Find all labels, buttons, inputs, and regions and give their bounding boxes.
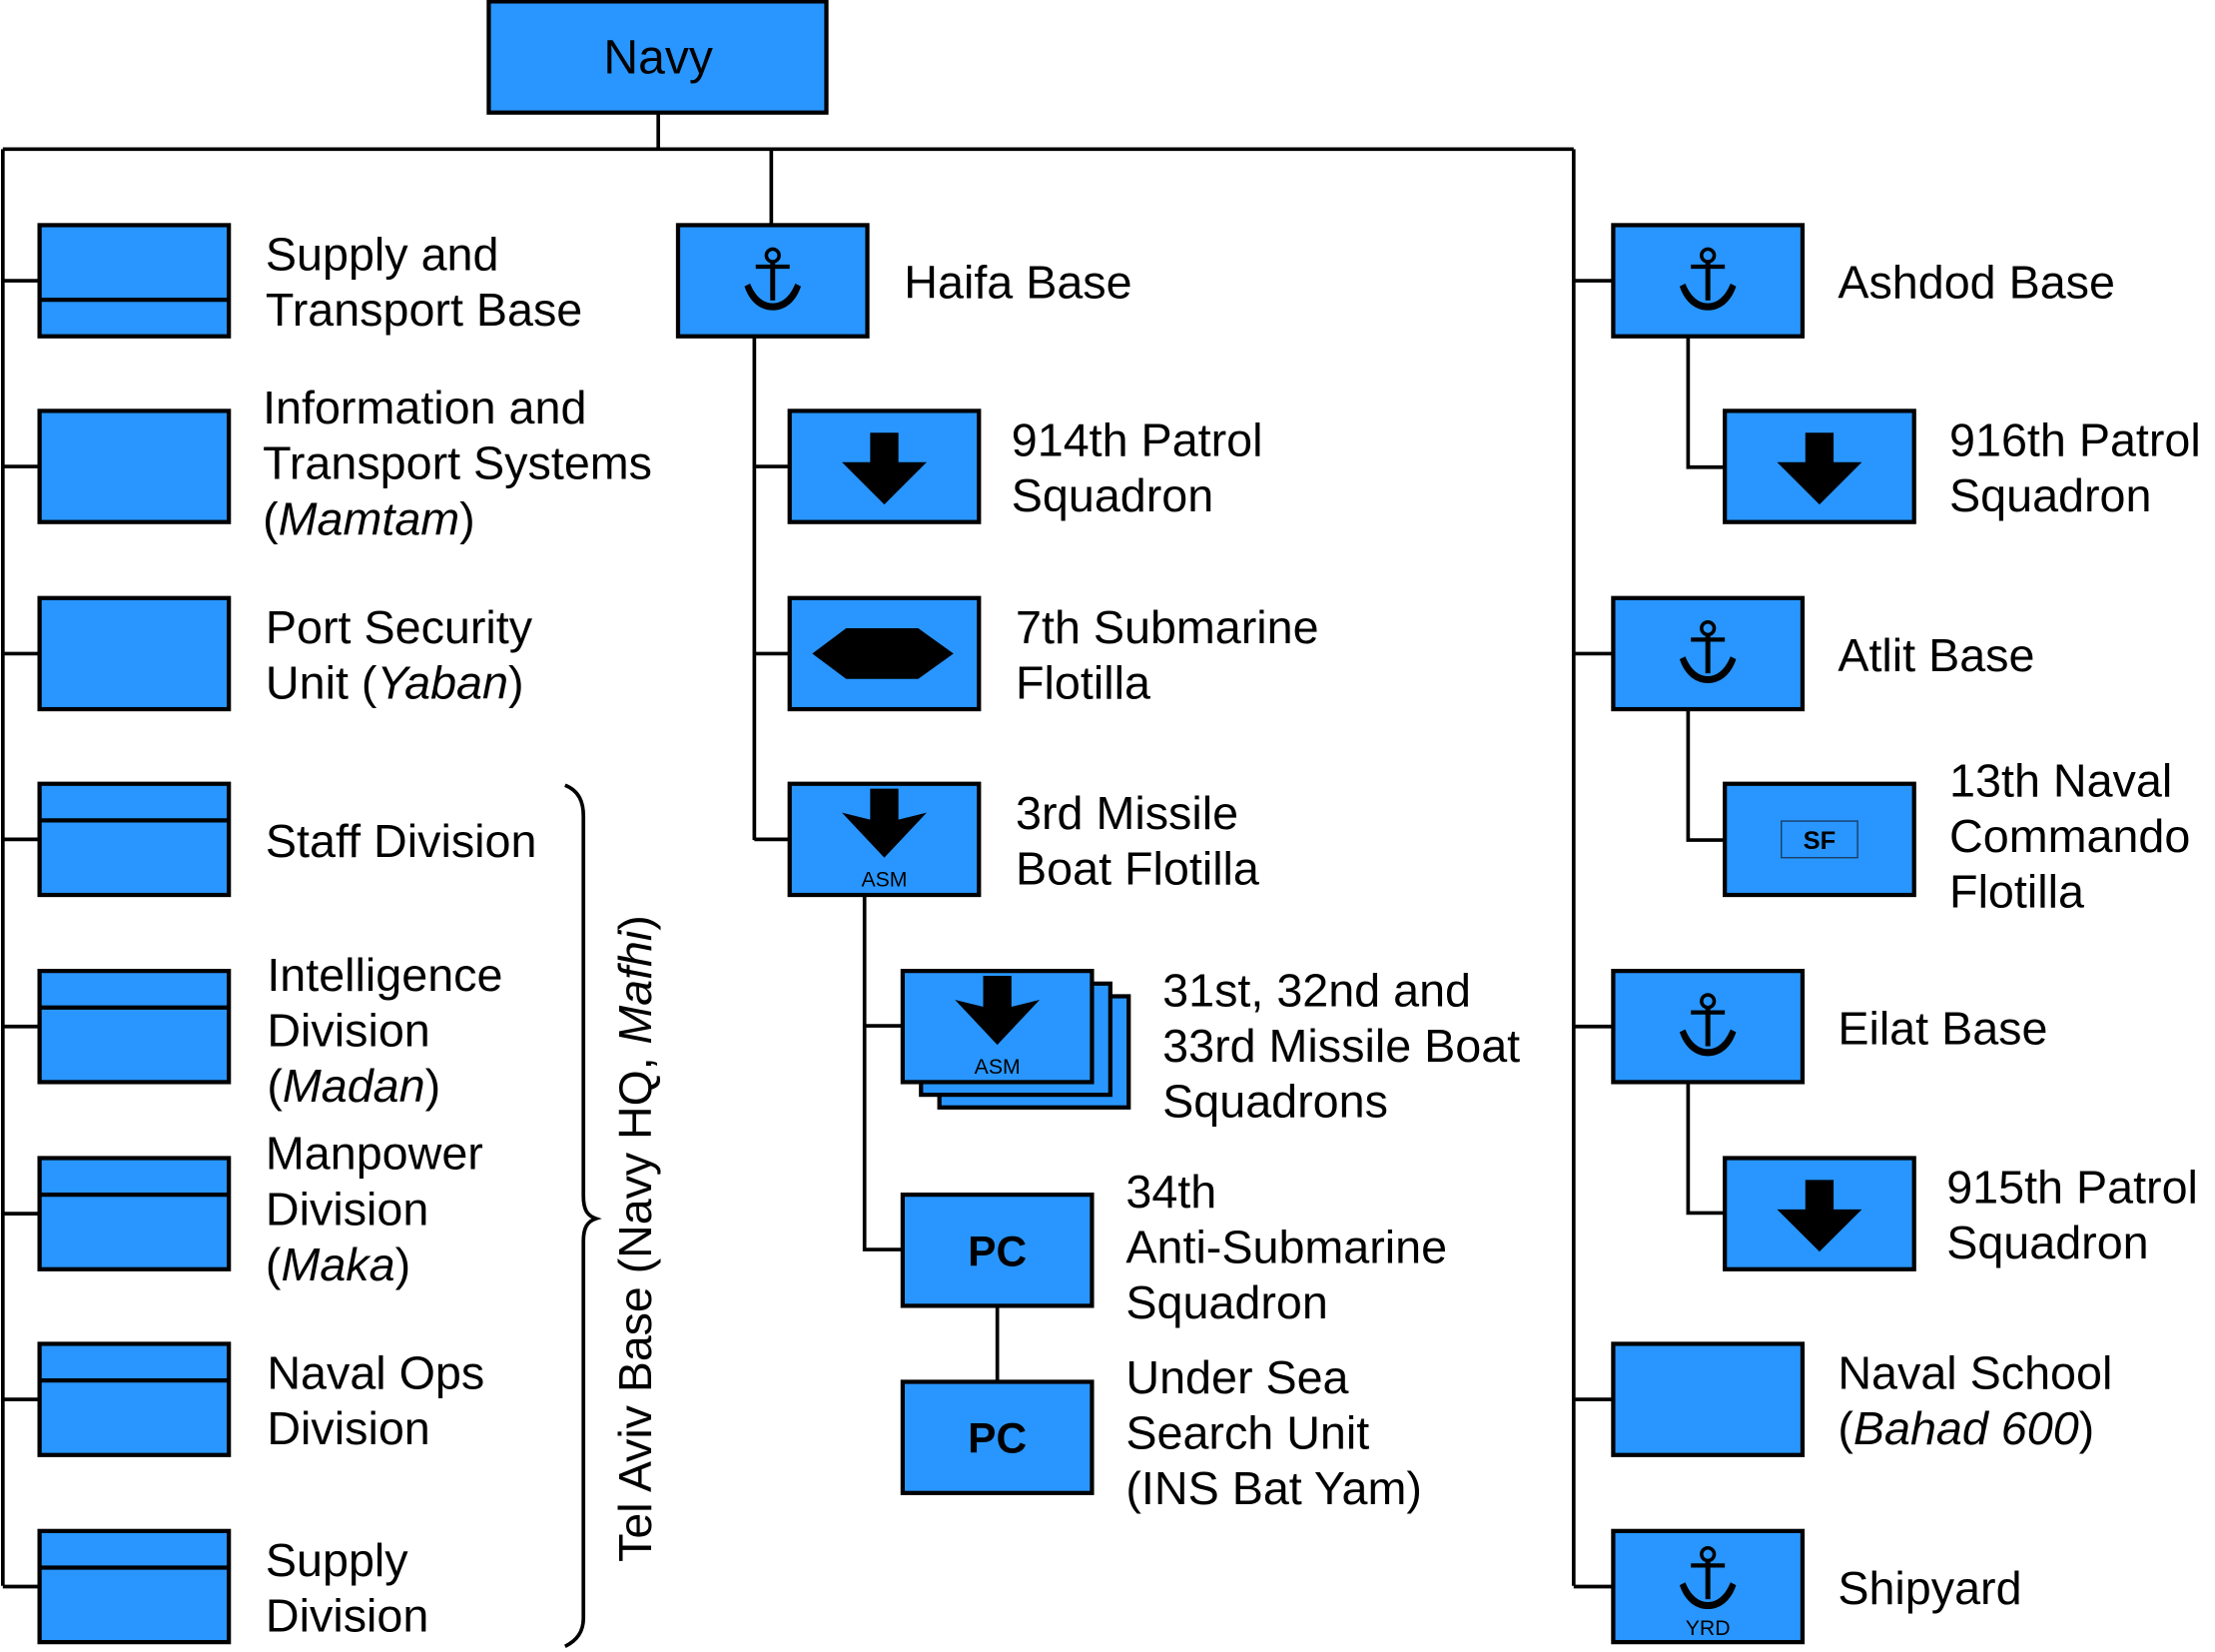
unit-staff-division[interactable]: Staff Division	[37, 781, 537, 898]
unit-naval-school[interactable]: Naval School(Bahad 600)	[1611, 1341, 2112, 1457]
atlit-branch	[1686, 709, 1726, 842]
yrd-text: YRD	[1686, 1617, 1731, 1640]
connector-lines	[0, 112, 1726, 1589]
unit-box	[37, 968, 232, 1085]
unit-box	[37, 223, 232, 339]
unit-box	[37, 1341, 232, 1457]
anchor-icon	[1679, 993, 1737, 1057]
missile-arrow-icon	[955, 976, 1041, 1046]
patrol-arrow-icon	[1777, 432, 1862, 505]
ashdod-branch	[1686, 336, 1726, 469]
sf-frame	[1781, 820, 1858, 859]
hq-bracket	[563, 783, 602, 1649]
unit-box	[900, 1379, 1095, 1495]
unit-label: Staff Division	[266, 815, 537, 867]
unit-label: Eilat Base	[1838, 1002, 2047, 1054]
submarine-icon	[812, 628, 954, 679]
unit-label: Naval School(Bahad 600)	[1838, 1347, 2112, 1455]
eilat-branch	[1686, 1082, 1726, 1216]
unit-label: Ashdod Base	[1838, 257, 2115, 309]
unit-box	[37, 595, 232, 712]
anchor-icon	[1679, 247, 1737, 311]
unit-label: Shipyard	[1838, 1562, 2021, 1614]
missile-arrow-icon	[842, 788, 927, 858]
navy-root-node[interactable]: Navy	[486, 0, 829, 115]
unit-label: Haifa Base	[904, 257, 1131, 309]
unit-box	[900, 1193, 1095, 1308]
unit-label: Atlit Base	[1838, 629, 2034, 681]
navy-title: Navy	[603, 31, 713, 84]
unit-box	[1611, 1341, 1806, 1457]
unit-box	[37, 1156, 232, 1271]
patrol-arrow-icon	[842, 432, 927, 505]
unit-shipyard[interactable]: YRD Shipyard	[1611, 1528, 2022, 1645]
flotilla-spine	[862, 895, 903, 1251]
unit-ashdod-base[interactable]: Ashdod Base	[1611, 223, 2115, 339]
anchor-icon	[744, 247, 802, 311]
unit-box	[1723, 781, 1916, 898]
anchor-icon	[1679, 1545, 1737, 1610]
pc-text: PC	[968, 1415, 1027, 1462]
pc-text: PC	[968, 1228, 1027, 1274]
patrol-arrow-icon	[1777, 1180, 1862, 1252]
anchor-icon	[1679, 619, 1737, 684]
unit-box	[37, 1528, 232, 1645]
unit-box	[37, 409, 232, 524]
unit-eilat-base[interactable]: Eilat Base	[1611, 968, 2047, 1085]
unit-atlit-base[interactable]: Atlit Base	[1611, 595, 2034, 712]
sf-text: SF	[1804, 827, 1837, 855]
asm-text: ASM	[862, 869, 908, 892]
unit-box	[37, 781, 232, 898]
hq-bracket-label: Tel Aviv Base (Navy HQ, Mafhi)	[609, 915, 661, 1562]
asm-text: ASM	[975, 1056, 1021, 1079]
unit-haifa-base[interactable]: Haifa Base	[675, 223, 1132, 339]
navy-box	[486, 0, 829, 115]
